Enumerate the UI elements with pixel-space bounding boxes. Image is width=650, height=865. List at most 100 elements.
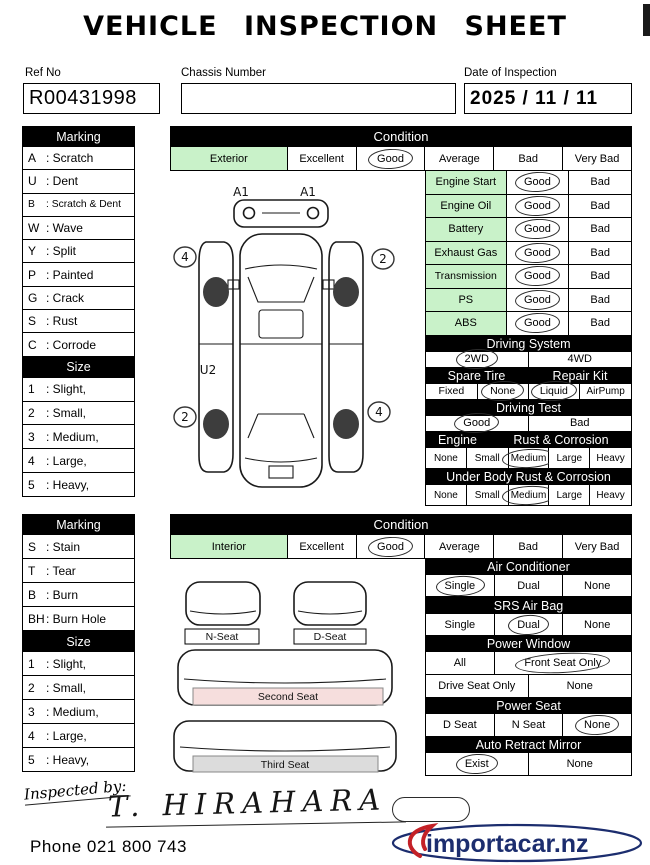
srs-none: None	[563, 614, 633, 636]
date-of-inspection-box: 2025 / 11 / 11	[464, 83, 632, 114]
power-seat-header: Power Seat	[425, 698, 632, 714]
n-seat-shape: N-Seat	[184, 581, 261, 645]
transmission-bad: Bad	[569, 265, 633, 289]
transmission-good: Good	[506, 265, 570, 289]
exterior-checks-table: Engine Start Good Bad Engine Oil Good Ba…	[425, 171, 633, 506]
interior-condition-table: Condition Interior Excellent Good Averag…	[170, 514, 632, 559]
repair-kit-liquid: Liquid	[528, 383, 581, 400]
power-window-row-1: All Front Seat Only	[425, 652, 632, 675]
air-conditioner-row: Single Dual None	[425, 575, 633, 597]
repair-kit-header: Repair Kit	[528, 367, 632, 384]
car-side-view-left	[198, 241, 234, 473]
n-seat-label: N-Seat	[206, 631, 239, 643]
marking-row-burn: B: Burn	[22, 583, 135, 607]
size-row-2: 2: Small,	[22, 676, 135, 700]
under-body-rust-row: None Small Medium Large Heavy	[425, 485, 632, 506]
car-diagram: A1 A1 4 2 2 4 U2	[173, 185, 395, 488]
size-row-5: 5: Heavy,	[22, 473, 135, 498]
marking-row-stain: S: Stain	[22, 535, 135, 559]
ref-no-value: R00431998	[29, 87, 137, 109]
size-row-3: 3: Medium,	[22, 700, 135, 724]
interior-marking-header: Marking	[22, 514, 135, 535]
check-row-battery: Battery Good Bad	[425, 218, 633, 242]
car-top-view	[227, 233, 335, 488]
mark-circle	[173, 406, 197, 428]
check-row-exhaust-gas: Exhaust Gas Good Bad	[425, 241, 633, 265]
power-seat-n-seat: N Seat	[494, 714, 564, 737]
marking-row-b: B: Scratch & Dent	[22, 193, 135, 217]
exterior-grade-excellent: Excellent	[287, 147, 357, 171]
rust-corrosion-header: Rust & Corrosion	[490, 432, 632, 448]
air-conditioner-single: Single	[426, 575, 495, 597]
abs-bad: Bad	[569, 312, 633, 336]
driving-system-2wd: 2WD	[426, 351, 529, 368]
interior-grade-average: Average	[425, 535, 495, 559]
logo-text: importacar.nz	[426, 830, 589, 858]
interior-checks-table: Air Conditioner Single Dual None SRS Air…	[425, 559, 633, 776]
wheel	[333, 409, 359, 439]
exterior-size-header: Size	[22, 356, 135, 378]
engine-oil-label: Engine Oil	[426, 194, 507, 218]
repair-kit-airpump: AirPump	[580, 383, 632, 400]
exhaust-gas-label: Exhaust Gas	[426, 241, 507, 265]
marking-row-a: A: Scratch	[22, 147, 135, 171]
interior-grade-good: Good	[356, 535, 426, 559]
chassis-number-label: Chassis Number	[181, 67, 266, 79]
auto-retract-mirror-row: Exist None	[425, 753, 632, 776]
exterior-condition-table: Condition Exterior Excellent Good Averag…	[170, 126, 632, 171]
exterior-marking-legend: Marking A: Scratch U: Dent B: Scratch & …	[22, 126, 135, 498]
phone-number: Phone 021 800 743	[30, 837, 187, 856]
engine-rust-heavy: Heavy	[590, 448, 632, 469]
size-row-5: 5: Heavy,	[22, 748, 135, 772]
marking-row-c: C: Corrode	[22, 333, 135, 357]
logo-swoosh-icon	[407, 822, 439, 858]
exterior-grade-row: Exterior Excellent Good Average Bad Very…	[170, 147, 632, 171]
engine-rust-label: Engine	[425, 432, 490, 448]
spare-tire-fixed: Fixed	[426, 383, 478, 400]
transmission-label: Transmission	[426, 265, 507, 289]
mark-size-2-left: 2	[181, 410, 189, 424]
under-body-rust-none: None	[426, 485, 467, 506]
wheel	[203, 409, 229, 439]
wheel	[203, 277, 229, 307]
size-row-1: 1: Slight,	[22, 377, 135, 402]
engine-rust-medium: Medium	[508, 448, 550, 469]
under-body-rust-header: Under Body Rust & Corrosion	[425, 469, 632, 485]
air-conditioner-header: Air Conditioner	[425, 559, 632, 575]
driving-system-header: Driving System	[425, 335, 632, 352]
engine-oil-good: Good	[506, 194, 570, 218]
power-window-front-seat-only: Front Seat Only	[494, 652, 632, 675]
power-window-drive-seat-only: Drive Seat Only	[426, 675, 529, 698]
air-conditioner-none: None	[563, 575, 633, 597]
exhaust-gas-good: Good	[506, 241, 570, 265]
mark-u2: U2	[200, 363, 216, 377]
exterior-marking-header: Marking	[22, 126, 135, 147]
engine-rust-large: Large	[549, 448, 591, 469]
auto-retract-mirror-exist: Exist	[426, 753, 529, 776]
exhaust-gas-bad: Bad	[569, 241, 633, 265]
mark-size-2-right: 2	[379, 252, 387, 266]
interior-size-header: Size	[22, 631, 135, 652]
battery-label: Battery	[426, 218, 507, 242]
srs-air-bag-row: Single Dual None	[425, 614, 633, 636]
check-row-ps: PS Good Bad	[425, 288, 633, 312]
size-row-3: 3: Medium,	[22, 425, 135, 450]
ps-good: Good	[506, 288, 570, 312]
engine-start-label: Engine Start	[426, 171, 507, 195]
mark-size-4-left: 4	[181, 250, 189, 264]
mark-size-4-right: 4	[375, 405, 383, 419]
car-front-view	[233, 199, 329, 228]
size-row-2: 2: Small,	[22, 401, 135, 426]
second-seat-shape: Second Seat	[177, 649, 393, 706]
spare-tire-none: None	[477, 383, 529, 400]
spare-repair-header-row: Spare Tire Repair Kit	[425, 367, 632, 384]
driving-test-row: Good Bad	[425, 415, 632, 432]
wheel	[333, 277, 359, 307]
power-seat-d-seat: D Seat	[426, 714, 495, 737]
engine-start-good: Good	[506, 171, 570, 195]
exterior-grade-very-bad: Very Bad	[563, 147, 632, 171]
under-body-rust-large: Large	[549, 485, 591, 506]
driving-test-bad: Bad	[528, 415, 632, 432]
under-body-rust-medium: Medium	[508, 485, 550, 506]
mark-a1-right: A1	[300, 185, 316, 199]
